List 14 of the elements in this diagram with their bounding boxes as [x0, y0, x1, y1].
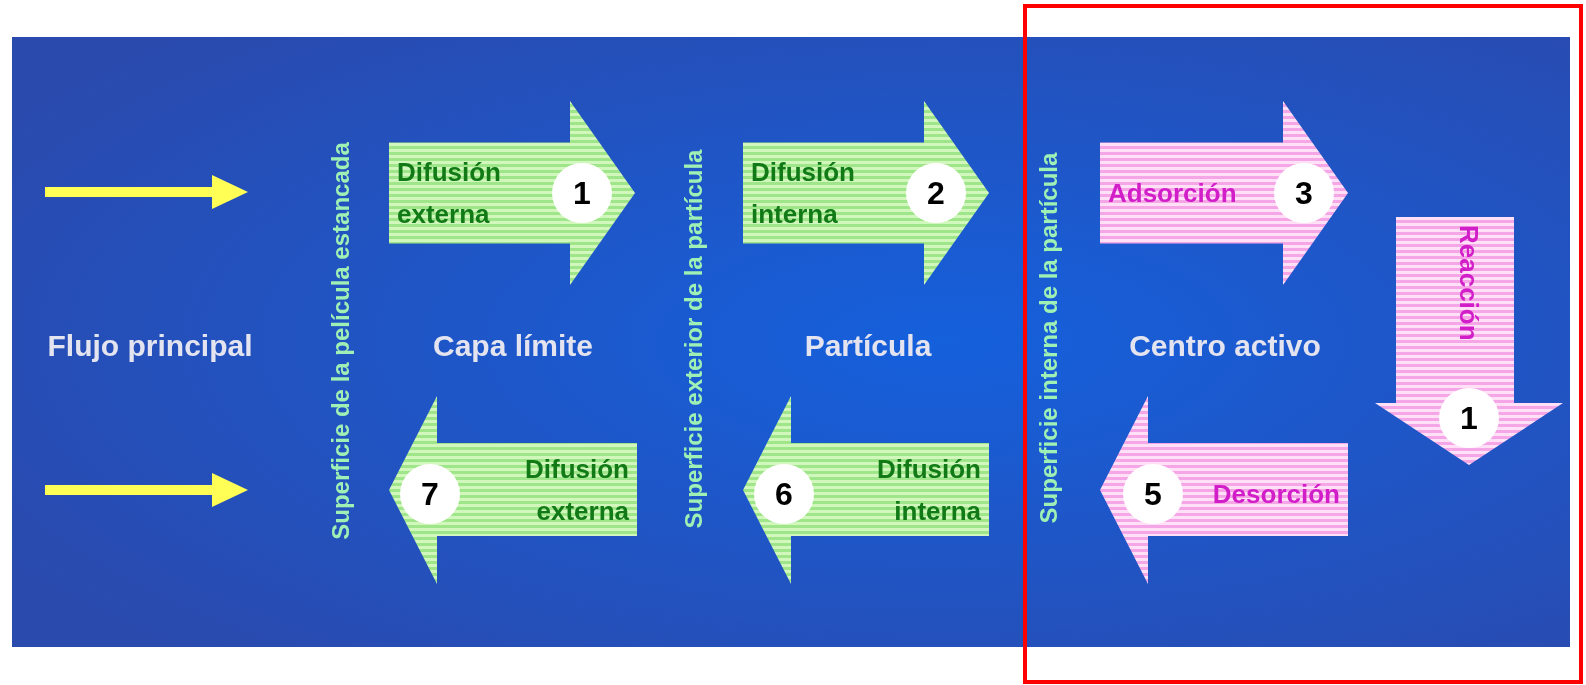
step-label: Difusión externa: [524, 453, 629, 528]
step-label: Desorción: [1211, 478, 1340, 511]
surface-label: Superficie de la película estancada: [327, 142, 355, 540]
region-label: Flujo principal: [47, 329, 253, 363]
surface-label: Superficie interna de la partícula: [1035, 152, 1063, 524]
step-label: Reacción: [1453, 225, 1485, 341]
region-label: Capa límite: [432, 329, 594, 363]
step-label: Difusión externa: [397, 156, 502, 231]
step-label: Adsorción: [1108, 177, 1238, 210]
region-label: Partícula: [804, 329, 932, 363]
step-label: Difusión interna: [876, 453, 981, 528]
step-label: Difusión interna: [751, 156, 856, 231]
region-label: Centro activo: [1129, 329, 1321, 363]
surface-label: Superficie exterior de la partícula: [680, 149, 708, 529]
